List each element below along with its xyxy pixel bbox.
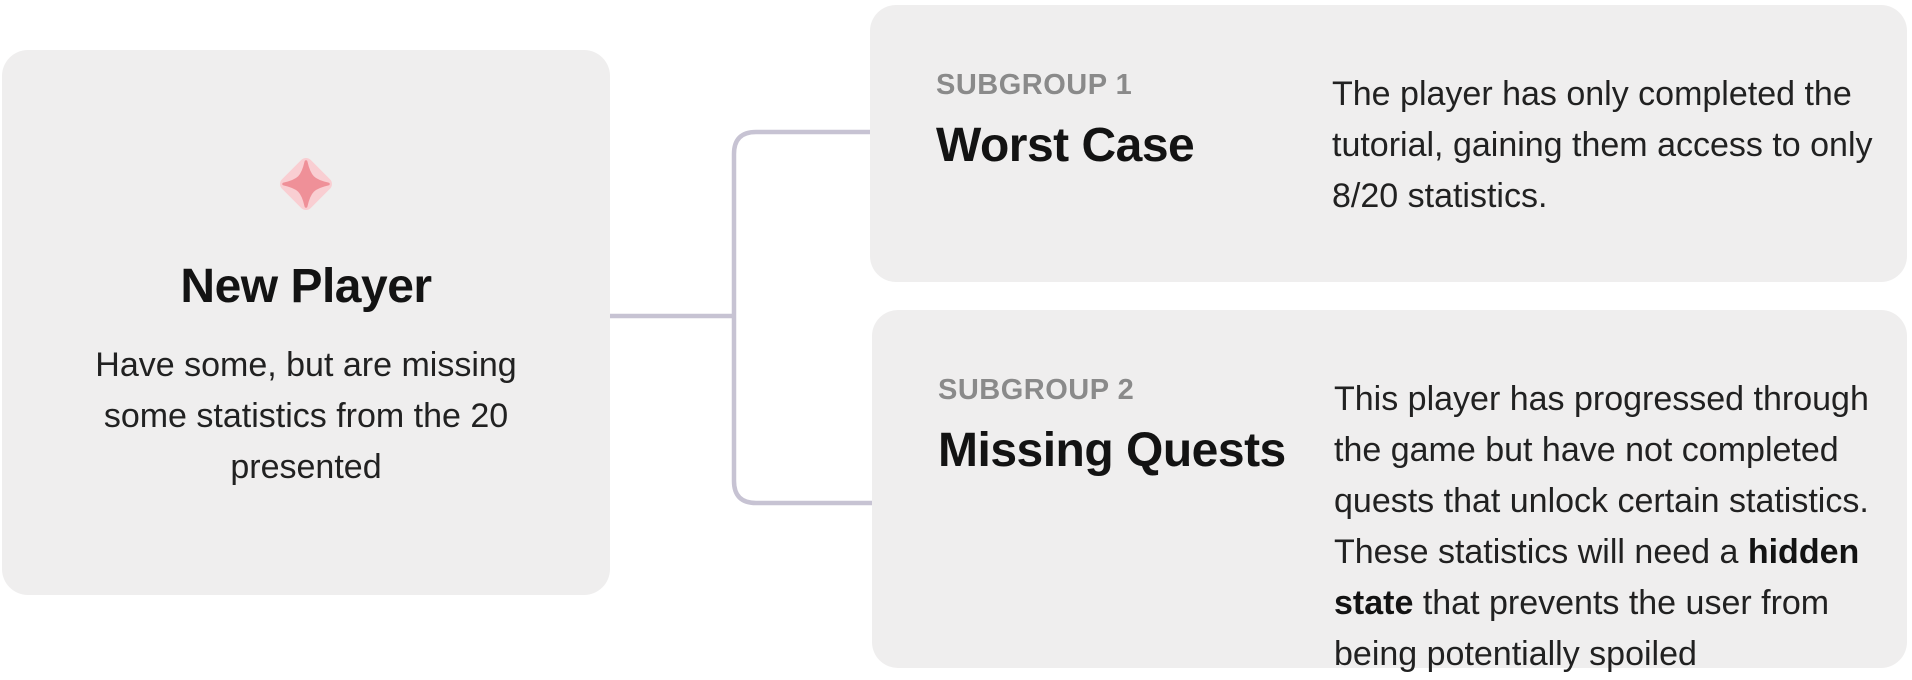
root-node-title: New Player <box>180 259 432 313</box>
subgroup-2-label: SUBGROUP 2 <box>938 374 1135 406</box>
subgroup-1-label: SUBGROUP 1 <box>936 69 1133 101</box>
subgroup-2-card[interactable]: SUBGROUP 2 Missing Quests This player ha… <box>872 310 1907 673</box>
subgroup-2-desc-bold: hidden state <box>1334 533 1860 622</box>
subgroup-1-card[interactable]: SUBGROUP 1 Worst Case The player has onl… <box>870 5 1907 282</box>
subgroup-1-desc-text: The player has only completed the tutori… <box>1332 75 1873 215</box>
subgroup-2-description: This player has progressed through the g… <box>1334 374 1894 680</box>
root-node-card[interactable]: New Player Have some, but are missing so… <box>2 50 610 595</box>
sparkle-icon <box>275 153 337 215</box>
subgroup-1-description: The player has only completed the tutori… <box>1332 69 1892 222</box>
subgroup-2-title: Missing Quests <box>938 424 1286 477</box>
root-node-description: Have some, but are missing some statisti… <box>95 345 517 486</box>
subgroup-2-desc-tail: that prevents the user from being potent… <box>1334 584 1830 673</box>
subgroup-2-desc-text: This player has progressed through the g… <box>1334 380 1869 571</box>
subgroup-1-title: Worst Case <box>936 119 1195 172</box>
